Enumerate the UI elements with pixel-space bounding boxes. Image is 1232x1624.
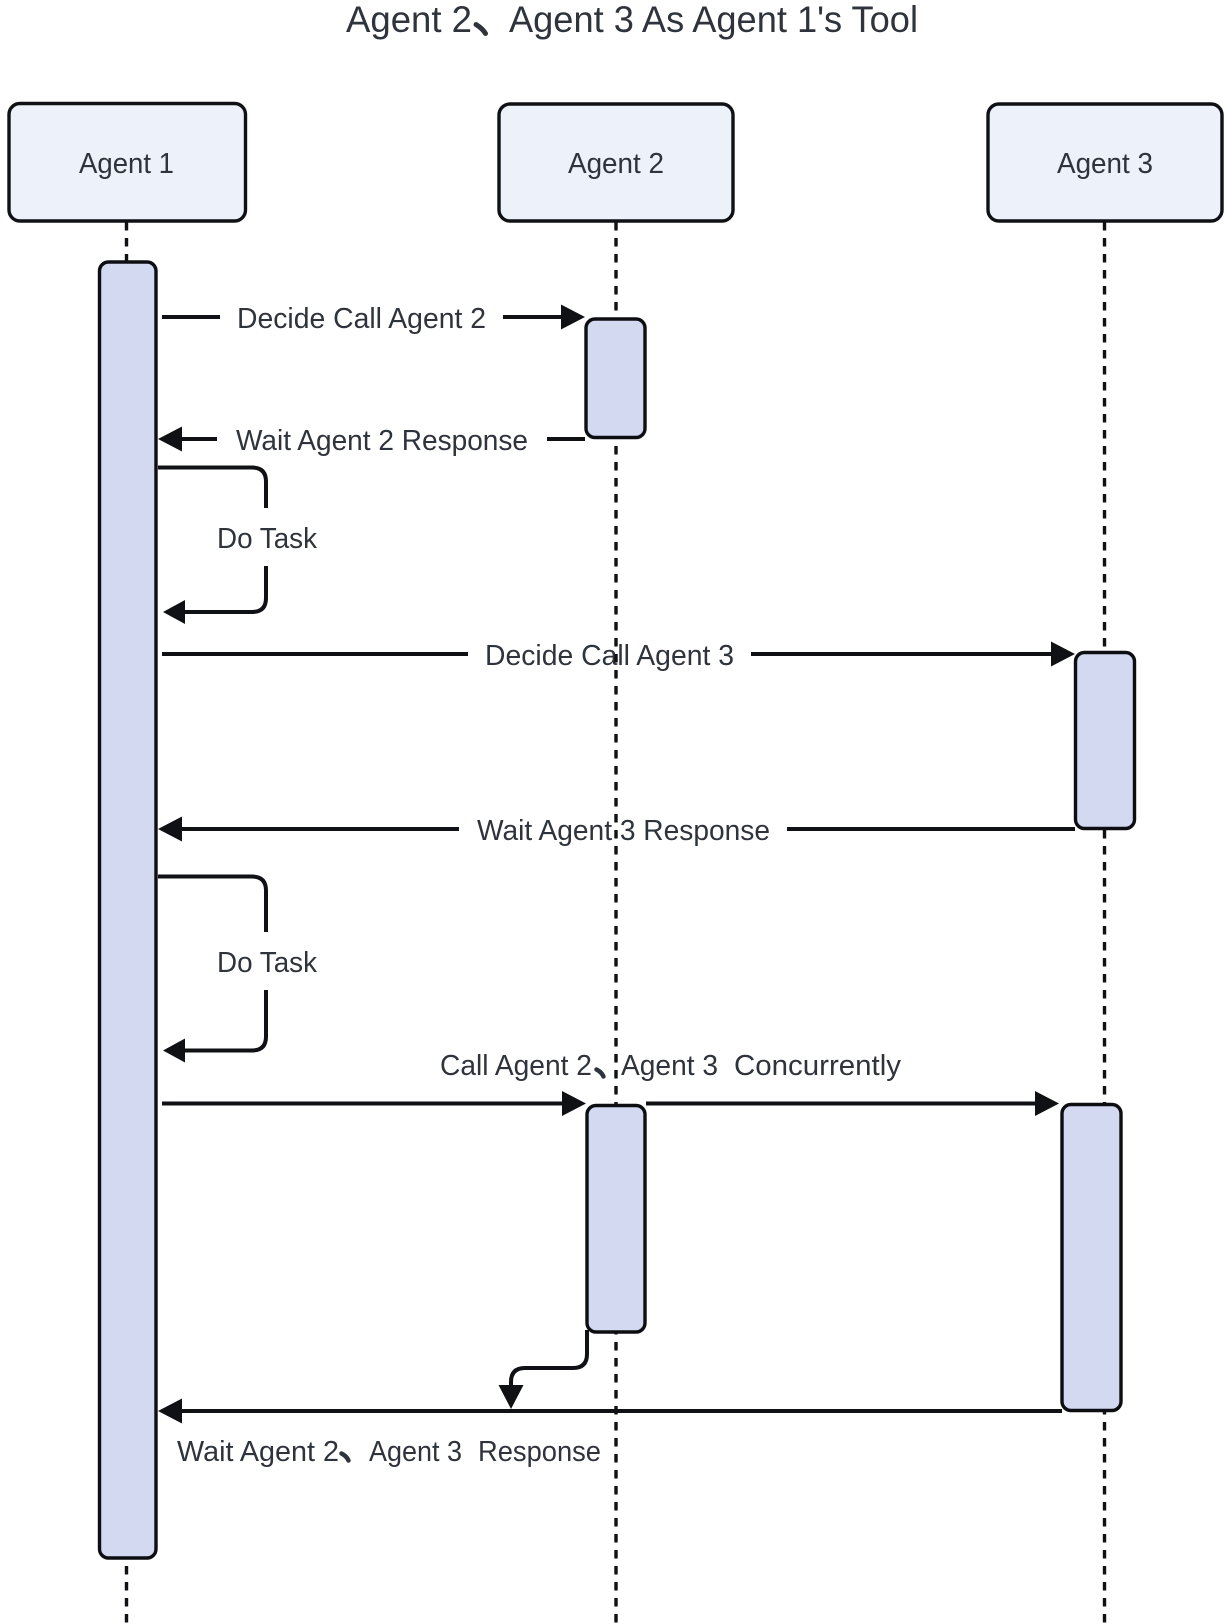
svg-text:Decide Call Agent 2: Decide Call Agent 2 [237, 303, 486, 335]
svg-text:Decide Call Agent 3: Decide Call Agent 3 [485, 640, 734, 672]
svg-text:Agent 1: Agent 1 [79, 148, 174, 180]
svg-text:Agent 2: Agent 2 [568, 148, 664, 180]
svg-text:Do Task: Do Task [217, 523, 318, 555]
svg-text:Agent 3: Agent 3 [369, 1436, 462, 1468]
svg-text:Agent 3: Agent 3 [1057, 148, 1153, 180]
svg-text:Wait Agent 3 Response: Wait Agent 3 Response [477, 815, 770, 847]
svg-text:Call Agent 2: Call Agent 2 [440, 1050, 592, 1082]
svg-text:Wait Agent 2: Wait Agent 2 [177, 1436, 339, 1468]
svg-text:Agent 3: Agent 3 [621, 1050, 718, 1082]
svg-text:Wait Agent 2 Response: Wait Agent 2 Response [236, 425, 528, 457]
svg-text:Response: Response [478, 1436, 601, 1468]
svg-text:Do Task: Do Task [217, 947, 318, 979]
svg-text:Concurrently: Concurrently [734, 1050, 902, 1082]
svg-text:Agent 3 As Agent 1's Tool: Agent 3 As Agent 1's Tool [509, 0, 918, 40]
svg-text:Agent 2: Agent 2 [346, 0, 472, 40]
